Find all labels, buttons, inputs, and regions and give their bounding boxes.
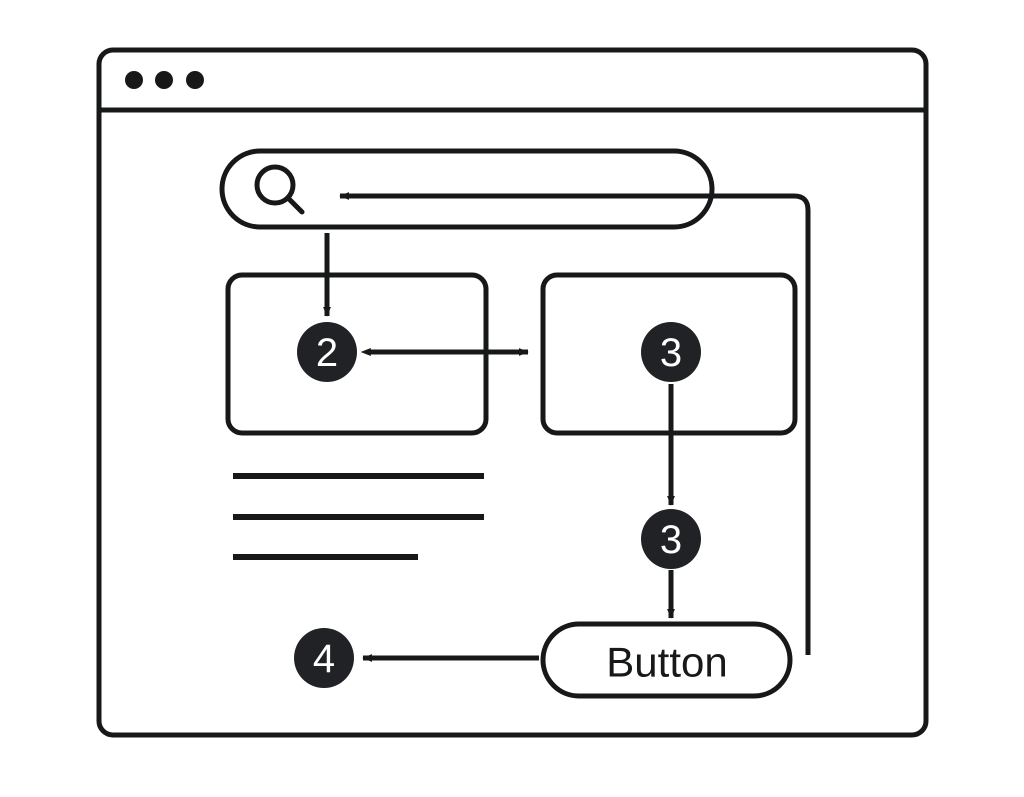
badge-step-4-label: 4 [313,637,335,681]
connectors [323,192,811,662]
search-icon [254,164,305,215]
badge-step-4-circle[interactable] [294,628,354,688]
badge-step-2-circle[interactable] [297,322,357,382]
window-controls[interactable] [125,71,204,89]
close-dot[interactable] [125,71,143,89]
badge-step-2-label: 2 [316,331,338,375]
button-outline[interactable] [540,621,793,699]
badge-step-3-circle[interactable] [641,509,701,569]
badge-step-3[interactable]: 3 [641,509,701,569]
maximize-dot[interactable] [186,71,204,89]
connector-loop-to-search [339,192,811,655]
text-block [233,473,484,560]
badge-step-4[interactable]: 4 [294,628,354,688]
search-bar[interactable] [219,148,715,230]
badge-step-2[interactable]: 2 [297,322,357,382]
minimize-dot[interactable] [155,71,173,89]
badge-step-3-card[interactable]: 3 [641,322,701,382]
window-outline [96,47,929,738]
badge-step-3-card-label: 3 [660,331,682,375]
badge-step-3-label: 3 [660,518,682,562]
search-input[interactable] [219,148,715,230]
button-label: Button [606,639,727,686]
browser-window-frame [96,47,929,738]
primary-button[interactable]: Button [540,621,793,699]
badge-step-3-card-circle[interactable] [641,322,701,382]
